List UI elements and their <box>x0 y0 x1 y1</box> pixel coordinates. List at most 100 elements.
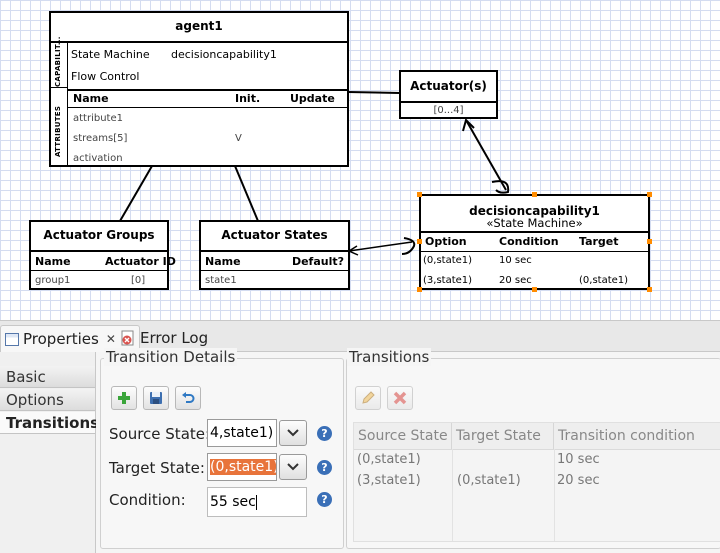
row-condition: 10 sec <box>557 452 600 467</box>
selection-handle[interactable] <box>532 287 537 292</box>
target-state-label: Target State: <box>109 459 205 477</box>
tab-error-log[interactable]: Error Log <box>120 325 240 351</box>
transition-details-title: Transition Details <box>104 348 238 366</box>
selection-handle[interactable] <box>417 239 422 244</box>
properties-icon <box>5 332 19 346</box>
attr-header-update: Update <box>290 92 335 105</box>
attribute-name: streams[5] <box>73 133 128 144</box>
selection-handle[interactable] <box>532 192 537 197</box>
condition-value: 55 sec <box>210 494 256 510</box>
decision-condition: 10 sec <box>499 255 532 266</box>
edit-transition-button[interactable] <box>355 386 381 410</box>
actuators-title: Actuator(s) <box>410 79 487 93</box>
transitions-group: Transitions Source State Target State Tr… <box>346 348 720 549</box>
actuators-box[interactable]: Actuator(s) [0...4] <box>399 70 498 119</box>
column-source-state[interactable]: Source State <box>354 423 452 449</box>
side-tab-options[interactable]: Options <box>0 389 95 411</box>
delete-transition-button[interactable] <box>387 386 413 410</box>
connector-lines <box>119 91 510 256</box>
delete-icon <box>393 391 407 405</box>
tab-properties-label: Properties <box>23 330 99 348</box>
pencil-icon <box>362 391 375 404</box>
decision-option: (3,state1) <box>423 275 473 286</box>
table-row[interactable]: (0,state1) 10 sec <box>354 452 720 472</box>
agent-box[interactable]: agent1 CAPABILIT... ATTRIBUTES State Mac… <box>49 11 349 167</box>
capability-value: decisioncapability1 <box>171 48 277 61</box>
undo-button[interactable] <box>175 386 201 410</box>
attr-header-init: Init. <box>235 92 261 105</box>
transitions-content: Transition Details Source State: 4, <box>96 348 720 553</box>
help-icon[interactable]: ? <box>317 426 332 441</box>
actuator-states-box[interactable]: Actuator States Name Default? state1 <box>199 220 350 290</box>
attribute-name: activation <box>73 153 123 164</box>
condition-input[interactable]: 55 sec <box>207 487 307 517</box>
decision-capability-box[interactable]: decisioncapability1 «State Machine» Opti… <box>419 194 650 290</box>
states-header-default: Default? <box>291 255 344 268</box>
decision-stereotype: «State Machine» <box>486 216 583 230</box>
diagram-canvas[interactable]: agent1 CAPABILIT... ATTRIBUTES State Mac… <box>0 0 720 320</box>
plus-icon <box>118 392 130 404</box>
side-tab-basic[interactable]: Basic <box>0 366 95 388</box>
source-state-label: Source State: <box>109 425 211 443</box>
column-divider <box>554 449 555 541</box>
tab-error-log-label: Error Log <box>140 329 209 347</box>
tab-properties[interactable]: Properties ✕ <box>0 325 140 352</box>
help-icon[interactable]: ? <box>317 460 332 475</box>
side-tabs: Basic Options Transitions <box>0 352 99 553</box>
undo-icon <box>182 392 195 403</box>
actuator-groups-title: Actuator Groups <box>43 228 155 242</box>
actuator-groups-box[interactable]: Actuator Groups Name Actuator ID group1 … <box>29 220 176 290</box>
states-header-name: Name <box>205 255 241 268</box>
transitions-table[interactable]: Source State Target State Transition con… <box>353 422 720 542</box>
column-transition-condition[interactable]: Transition condition <box>558 428 695 444</box>
close-icon[interactable]: ✕ <box>105 332 116 346</box>
actuator-states-title: Actuator States <box>221 228 328 242</box>
properties-panel: Properties ✕ Error Log Basic Options Tra… <box>0 320 720 553</box>
decision-condition: 20 sec <box>499 275 532 286</box>
source-state-dropdown-button[interactable] <box>279 420 307 446</box>
groups-header-id: Actuator ID <box>105 255 176 268</box>
group-actuator-id: [0] <box>131 275 146 286</box>
side-tab-transitions[interactable]: Transitions <box>0 412 99 434</box>
attributes-section-label: ATTRIBUTES <box>54 105 62 157</box>
agent-left-strip <box>51 41 68 167</box>
selection-handle[interactable] <box>417 287 422 292</box>
decision-header-condition: Condition <box>499 235 559 248</box>
target-state-dropdown-button[interactable] <box>279 454 307 480</box>
save-transition-button[interactable] <box>143 386 169 410</box>
capabilities-section-label: CAPABILIT... <box>54 36 62 87</box>
group-name: group1 <box>35 275 71 286</box>
capability-name: State Machine <box>71 48 150 61</box>
add-transition-button[interactable] <box>111 386 137 410</box>
save-icon <box>150 392 162 404</box>
attribute-init: V <box>235 133 242 144</box>
selection-handle[interactable] <box>647 239 652 244</box>
selection-handle[interactable] <box>647 287 652 292</box>
decision-header-option: Option <box>425 235 467 248</box>
agent-title: agent1 <box>175 19 223 33</box>
row-condition: 20 sec <box>557 473 600 488</box>
help-icon[interactable]: ? <box>317 492 332 507</box>
panel-tab-bar: Properties ✕ Error Log <box>0 321 720 352</box>
text-cursor <box>255 494 257 510</box>
groups-header-name: Name <box>35 255 71 268</box>
capability-name: Flow Control <box>71 70 140 83</box>
table-row[interactable]: (3,state1) (0,state1) 20 sec <box>354 473 720 493</box>
error-log-icon <box>121 330 134 346</box>
source-state-combo[interactable]: 4,state1) <box>207 419 277 447</box>
actuators-multiplicity: [0...4] <box>433 105 464 116</box>
column-target-state[interactable]: Target State <box>452 423 554 449</box>
decision-title: decisioncapability1 <box>469 204 600 218</box>
selection-handle[interactable] <box>417 192 422 197</box>
decision-option: (0,state1) <box>423 255 473 266</box>
row-source: (3,state1) <box>357 473 421 488</box>
attribute-name: attribute1 <box>73 113 123 124</box>
target-state-combo[interactable]: (0,state1) <box>207 453 277 481</box>
row-target: (0,state1) <box>457 473 521 488</box>
transitions-title: Transitions <box>347 348 432 366</box>
column-divider <box>452 449 453 541</box>
decision-target: (0,state1) <box>579 275 629 286</box>
selection-handle[interactable] <box>647 192 652 197</box>
decision-header-target: Target <box>579 235 619 248</box>
transition-details-group: Transition Details Source State: 4, <box>100 348 344 549</box>
